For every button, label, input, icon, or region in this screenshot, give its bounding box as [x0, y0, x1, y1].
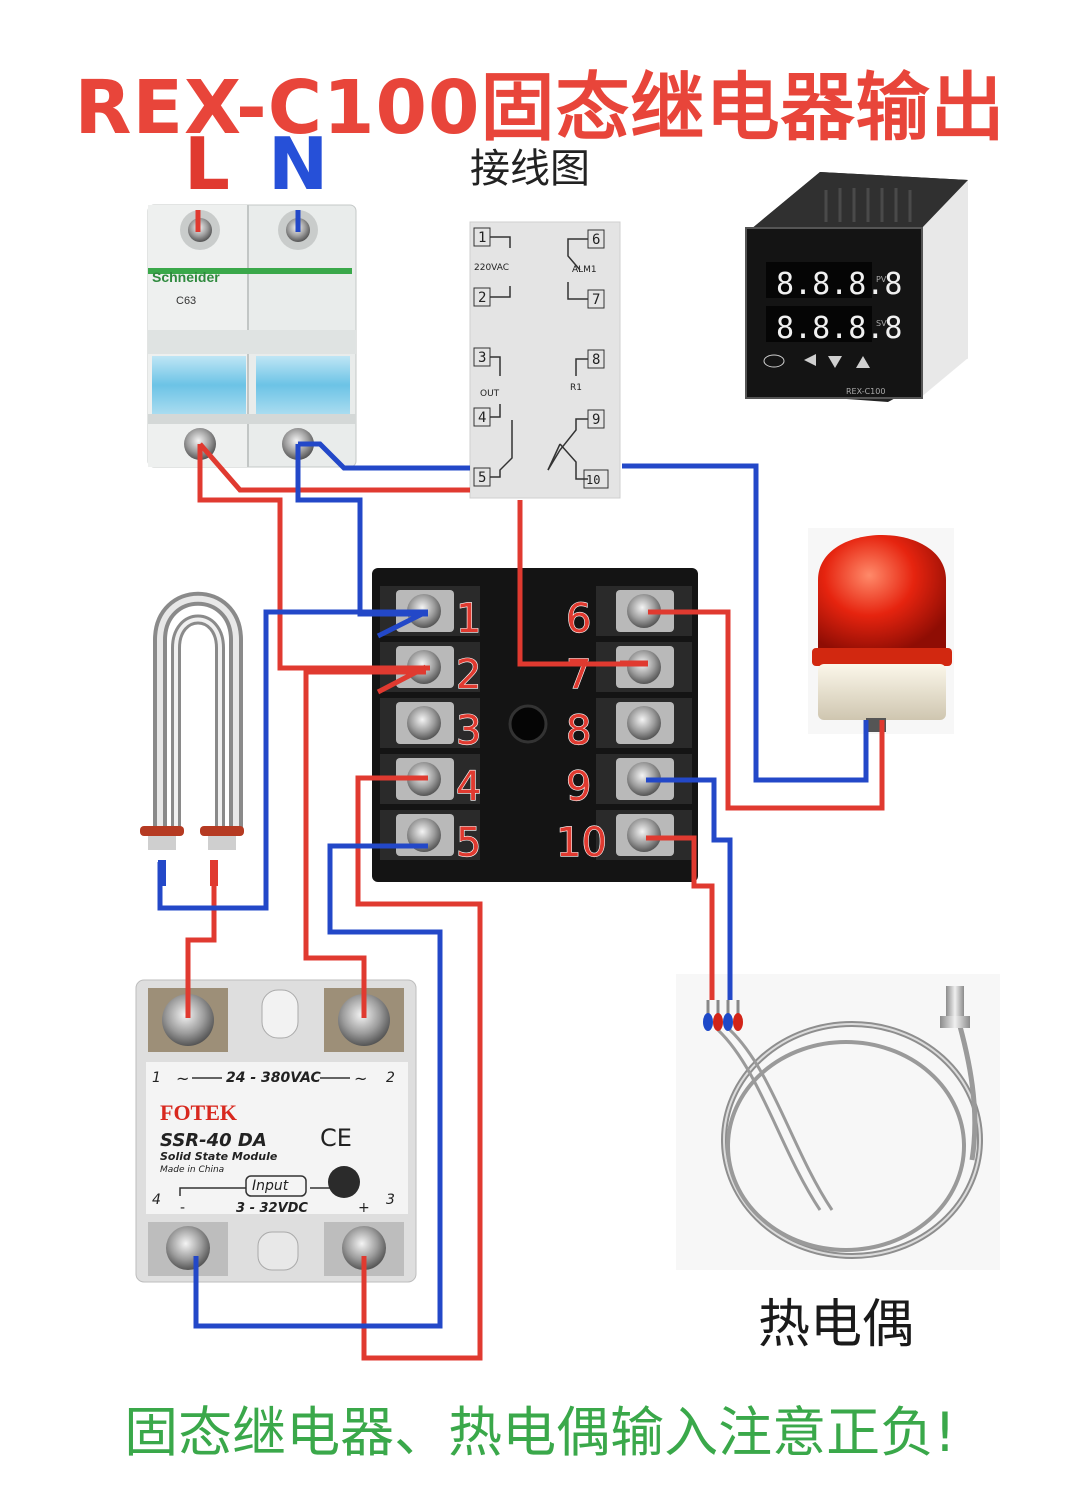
terminal-number-5: 5 [456, 820, 481, 866]
sv-tag: SV [876, 319, 887, 328]
ssr-minus: - [180, 1200, 185, 1216]
schematic-terminal-3: 3 [478, 350, 486, 366]
rex-c100-controller: 8.8.8.8 8.8.8.8 PV SV REX-C100 [745, 172, 968, 402]
ssr-indicator-led [328, 1166, 360, 1198]
ssr-input-label: Input [252, 1178, 289, 1194]
ssr-ac-range: 24 - 380VAC [226, 1070, 322, 1086]
schematic-terminal-2: 2 [478, 290, 486, 306]
terminal-number-3: 3 [456, 708, 481, 754]
red-wires [185, 210, 885, 1361]
sv-display: 8.8.8.8 [776, 311, 902, 346]
terminal-number-4: 4 [456, 764, 481, 810]
schematic-terminal-8: 8 [592, 352, 600, 368]
alarm-beacon-light [808, 528, 954, 734]
pv-tag: PV [876, 275, 887, 284]
schematic-terminal-7: 7 [592, 292, 600, 308]
set-key-icon [763, 354, 785, 368]
ssr-tilde-left: ~ [176, 1069, 189, 1088]
page-title: REX-C100固态继电器输出 [74, 65, 1006, 151]
schematic-alarm-label: ALM1 [572, 265, 597, 275]
terminal-block: 1 2 3 4 5 6 7 8 9 10 [372, 568, 698, 882]
ssr-description: Solid State Module [160, 1150, 278, 1163]
terminal-number-6: 6 [566, 596, 591, 642]
ssr-pin4: 4 [152, 1192, 161, 1208]
diagram-subtitle: 接线图 [470, 146, 590, 192]
schematic-out-label: OUT [480, 389, 500, 399]
ssr-plus: + [358, 1200, 370, 1216]
schematic-terminal-6: 6 [592, 232, 600, 248]
terminal-number-1: 1 [456, 596, 481, 642]
schematic-terminal-4: 4 [478, 410, 486, 426]
ssr-brand: FOTEK [160, 1100, 237, 1125]
terminal-number-9: 9 [566, 764, 591, 810]
schematic-r1-label: R1 [570, 383, 582, 393]
thermocouple-sensor [676, 974, 1000, 1270]
heater-lead-ends [158, 860, 218, 886]
schematic-ac-label: 220VAC [474, 263, 509, 273]
relay-terminal-schematic: 1 2 3 4 5 6 7 8 9 10 220V [469, 221, 621, 499]
line-label: L [184, 122, 230, 206]
schematic-terminal-1: 1 [478, 230, 486, 246]
breaker-brand: Schneider [152, 269, 220, 285]
controller-model: REX-C100 [846, 387, 885, 396]
ssr-dc-range: 3 - 32VDC [236, 1201, 308, 1216]
ssr-pin1: 1 [152, 1070, 161, 1086]
ssr-model: SSR-40 DA [160, 1130, 267, 1151]
terminal-number-2: 2 [456, 652, 481, 698]
down-arrow-icon [828, 356, 842, 368]
terminal-number-7: 7 [566, 652, 591, 698]
terminal-number-10: 10 [556, 820, 607, 866]
left-arrow-icon [804, 354, 816, 366]
schematic-terminal-10: 10 [586, 473, 600, 487]
thermocouple-label: 热电偶 [758, 1295, 915, 1355]
solid-state-relay: 1 ~ 24 - 380VAC ~ 2 FOTEK SSR-40 DA CE S… [135, 979, 417, 1283]
ssr-pin2: 2 [386, 1070, 395, 1086]
pv-display: 8.8.8.8 [776, 267, 902, 302]
breaker-model: C63 [176, 295, 196, 307]
ssr-tilde-right: ~ [354, 1069, 367, 1088]
footer-warning: 固态继电器、热电偶输入注意正负! [124, 1401, 956, 1464]
schematic-terminal-9: 9 [592, 412, 600, 428]
circuit-breaker: Schneider C63 [147, 204, 357, 468]
terminal-number-8: 8 [566, 708, 591, 754]
ssr-pin3: 3 [386, 1192, 395, 1208]
heating-element [140, 591, 244, 850]
ssr-made-in: Made in China [160, 1165, 224, 1175]
schematic-terminal-5: 5 [478, 470, 486, 486]
blue-wires [157, 210, 869, 1329]
neutral-label: N [268, 122, 329, 206]
up-arrow-icon [856, 356, 870, 368]
ssr-ce-mark: CE [320, 1124, 352, 1152]
